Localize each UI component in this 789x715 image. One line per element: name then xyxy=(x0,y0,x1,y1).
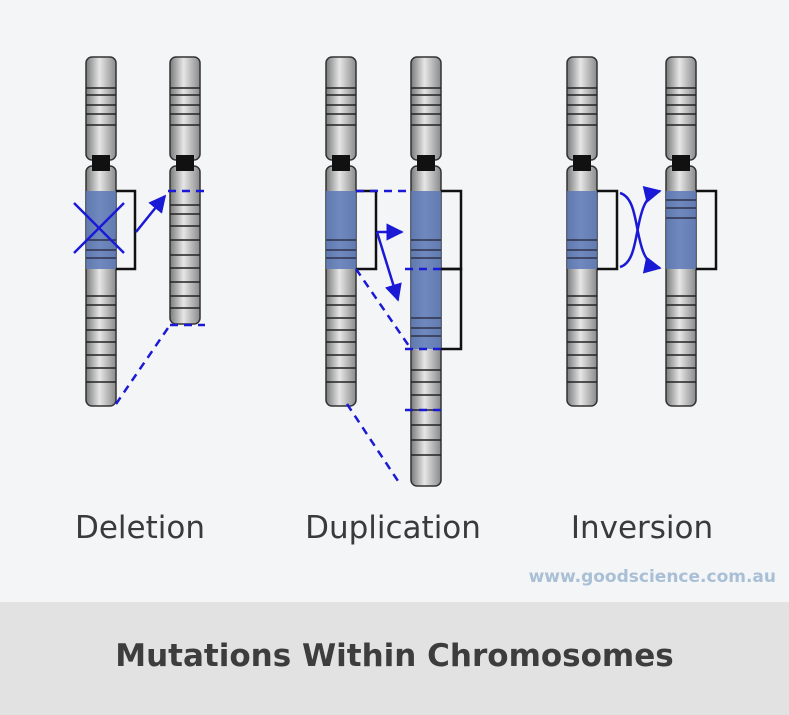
inversion-bracket-right xyxy=(696,189,718,271)
deletion-bracket xyxy=(116,189,137,271)
duplication-bracket-top xyxy=(441,189,463,271)
footer-banner: Mutations Within Chromosomes xyxy=(0,602,789,715)
inversion-mutant-chromosome xyxy=(665,56,697,407)
duplication-arrow-2 xyxy=(375,231,402,302)
inversion-arrow-top xyxy=(619,191,662,274)
duplication-source-bracket xyxy=(356,189,378,271)
duplication-bracket-bottom xyxy=(441,267,463,351)
deletion-dashed-lines xyxy=(114,189,205,405)
deletion-arrow xyxy=(135,194,167,233)
inversion-arrow-bottom xyxy=(619,186,662,269)
duplication-original-chromosome xyxy=(325,56,357,407)
deletion-cross xyxy=(73,202,125,254)
deletion-original-chromosome xyxy=(85,56,117,407)
website-watermark: www.goodscience.com.au xyxy=(528,567,776,587)
inversion-label: Inversion xyxy=(570,510,714,546)
duplication-dashed-lines xyxy=(345,189,441,485)
duplication-label: Duplication xyxy=(305,510,481,546)
deletion-label: Deletion xyxy=(74,510,205,546)
page-title: Mutations Within Chromosomes xyxy=(115,638,674,674)
inversion-bracket-left xyxy=(597,189,619,271)
duplication-mutant-chromosome xyxy=(410,56,442,487)
inversion-original-chromosome xyxy=(566,56,598,407)
deletion-mutant-chromosome xyxy=(169,56,201,325)
mutation-diagram xyxy=(73,56,718,487)
